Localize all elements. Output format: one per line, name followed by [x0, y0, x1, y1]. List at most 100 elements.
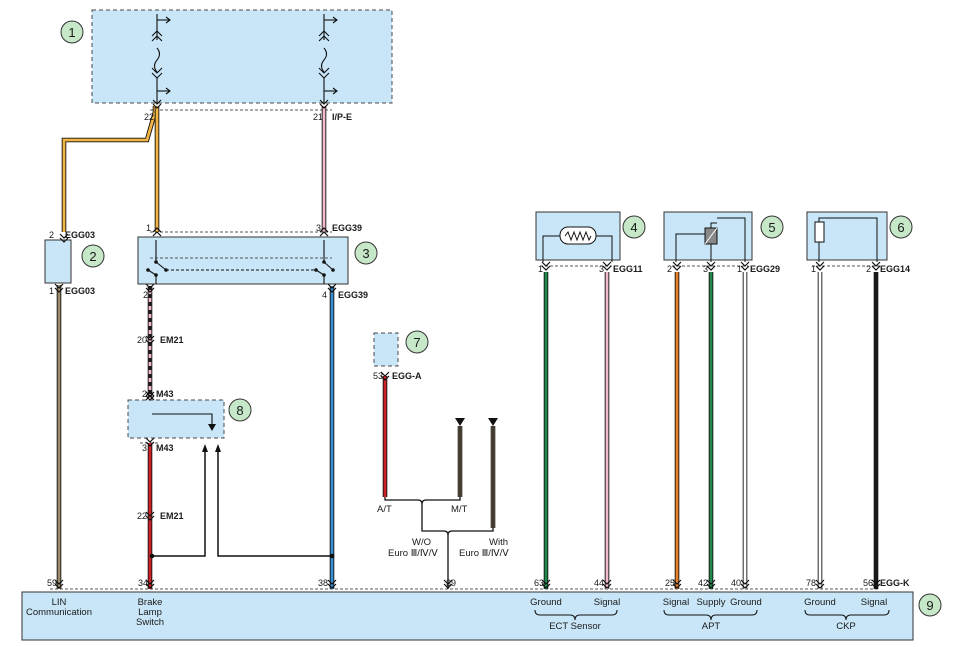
- label-at: A/T: [377, 504, 392, 515]
- pin-egg39-1: 1: [146, 223, 151, 233]
- label-with: With: [489, 537, 508, 548]
- connector-chevron-icon: [327, 283, 337, 293]
- connector-egg14: EGG14: [880, 264, 910, 274]
- pin-m43-3: 3: [142, 443, 147, 453]
- option-splits: [384, 426, 494, 589]
- arrow-up-icon: [202, 444, 208, 452]
- component-7-box: [373, 332, 399, 367]
- connector-chevron-icon: [672, 261, 682, 271]
- connector-chevron-icon: [319, 99, 329, 109]
- connector-chevron-icon: [145, 391, 155, 401]
- connector-eggk: EGG-K: [880, 578, 910, 588]
- pin-ecm-42: 42: [698, 578, 708, 588]
- pin-egg11-3: 3: [599, 264, 604, 274]
- pin-egg03-2: 2: [49, 230, 54, 240]
- pin-ecm-34: 34: [138, 578, 148, 588]
- ckp-sensor-icon: [814, 217, 878, 262]
- label-ckp-ground: Ground: [804, 597, 836, 608]
- connector-m43-top: M43: [156, 389, 174, 399]
- component-8-internals: [152, 413, 213, 426]
- connector-chevron-icon: [145, 437, 155, 447]
- label-ect-sensor: ECT Sensor: [549, 621, 601, 632]
- pin-egg29-2: 2: [667, 264, 672, 274]
- connector-chevron-icon: [152, 99, 162, 109]
- pin-em21-22: 22: [137, 511, 147, 521]
- pin-ecm-44: 44: [594, 578, 604, 588]
- pin-egg03-1: 1: [49, 286, 54, 296]
- connector-em21-top: EM21: [160, 335, 184, 345]
- pin-egg14-2: 2: [866, 264, 871, 274]
- connector-chevron-icon: [319, 227, 329, 237]
- feedback-wires: [152, 452, 332, 557]
- component-2-box: [44, 239, 72, 284]
- pin-ecm-39: 39: [446, 578, 456, 588]
- label-wo-euro: Euro Ⅲ/Ⅳ/Ⅴ: [388, 548, 438, 559]
- wire-end-icon: [488, 418, 498, 426]
- connector-egga: EGG-A: [392, 371, 422, 381]
- connector-egg29: EGG29: [750, 264, 780, 274]
- svg-text:3: 3: [362, 246, 369, 261]
- ect-thermistor-icon: [542, 226, 613, 262]
- pin-ecm-38: 38: [318, 578, 328, 588]
- connector-chevron-icon: [541, 579, 551, 589]
- pin-ecm-56: 56: [863, 578, 873, 588]
- connector-m43-bottom: M43: [156, 443, 174, 453]
- connector-em21-bottom: EM21: [160, 511, 184, 521]
- wire-end-icon: [455, 418, 465, 426]
- svg-text:9: 9: [926, 598, 933, 613]
- connector-chevron-icon: [443, 579, 453, 589]
- label-ckp-signal: Signal: [861, 597, 887, 608]
- connector-chevron-icon: [740, 579, 750, 589]
- pin-egga-53: 53: [373, 371, 383, 381]
- svg-text:5: 5: [768, 220, 775, 235]
- svg-text:4: 4: [630, 220, 637, 235]
- connector-chevron-icon: [380, 371, 390, 381]
- label-with-euro: Euro Ⅲ/Ⅳ/Ⅴ: [459, 548, 509, 559]
- connector-chevron-icon: [59, 233, 69, 243]
- connector-chevron-icon: [871, 261, 881, 271]
- connector-chevrons: [54, 99, 881, 589]
- svg-text:2: 2: [89, 249, 96, 264]
- connector-chevron-icon: [602, 261, 612, 271]
- svg-text:7: 7: [413, 335, 420, 350]
- label-lamp: Lamp: [138, 607, 162, 618]
- label-communication: Communication: [26, 607, 92, 618]
- connector-chevron-icon: [145, 283, 155, 293]
- fuse-box-internals: [151, 14, 338, 103]
- connector-chevron-icon: [815, 579, 825, 589]
- label-mt: M/T: [451, 504, 468, 515]
- pin-ecm-78: 78: [806, 578, 816, 588]
- label-apt-supply: Supply: [696, 597, 725, 608]
- svg-text:1: 1: [68, 25, 75, 40]
- component-3-box: [137, 236, 349, 285]
- badge-1: 1: [60, 20, 84, 44]
- apt-sensor-icon: [675, 217, 746, 262]
- badge-9: 9: [918, 593, 942, 617]
- label-apt: APT: [702, 621, 721, 632]
- badge-6: 6: [889, 215, 913, 239]
- pin-egg29-3: 3: [703, 264, 708, 274]
- connector-egg39-bottom: EGG39: [338, 290, 368, 300]
- pin-egg39-2: 2: [143, 290, 148, 300]
- svg-text:6: 6: [897, 220, 904, 235]
- badge-5: 5: [760, 215, 784, 239]
- connector-chevron-icon: [815, 261, 825, 271]
- connector-chevron-icon: [145, 579, 155, 589]
- connector-egg03-top: EGG03: [65, 230, 95, 240]
- connector-chevron-icon: [740, 261, 750, 271]
- component-9-box: [21, 591, 914, 641]
- badge-2: 2: [81, 244, 105, 268]
- pin-m43-2: 2: [142, 389, 147, 399]
- arrow-up-icon: [215, 444, 221, 452]
- pin-em21-20: 20: [137, 335, 147, 345]
- wire-yellow-lin: [62, 106, 157, 232]
- wire-yellow-lin-outline: [61, 106, 158, 232]
- connector-egg11: EGG11: [613, 264, 643, 274]
- connector-chevron-icon: [602, 579, 612, 589]
- label-switch: Switch: [136, 617, 164, 628]
- badge-4: 4: [622, 215, 646, 239]
- badge-3: 3: [354, 241, 378, 265]
- connector-chevron-icon: [54, 579, 64, 589]
- connector-chevron-icon: [541, 261, 551, 271]
